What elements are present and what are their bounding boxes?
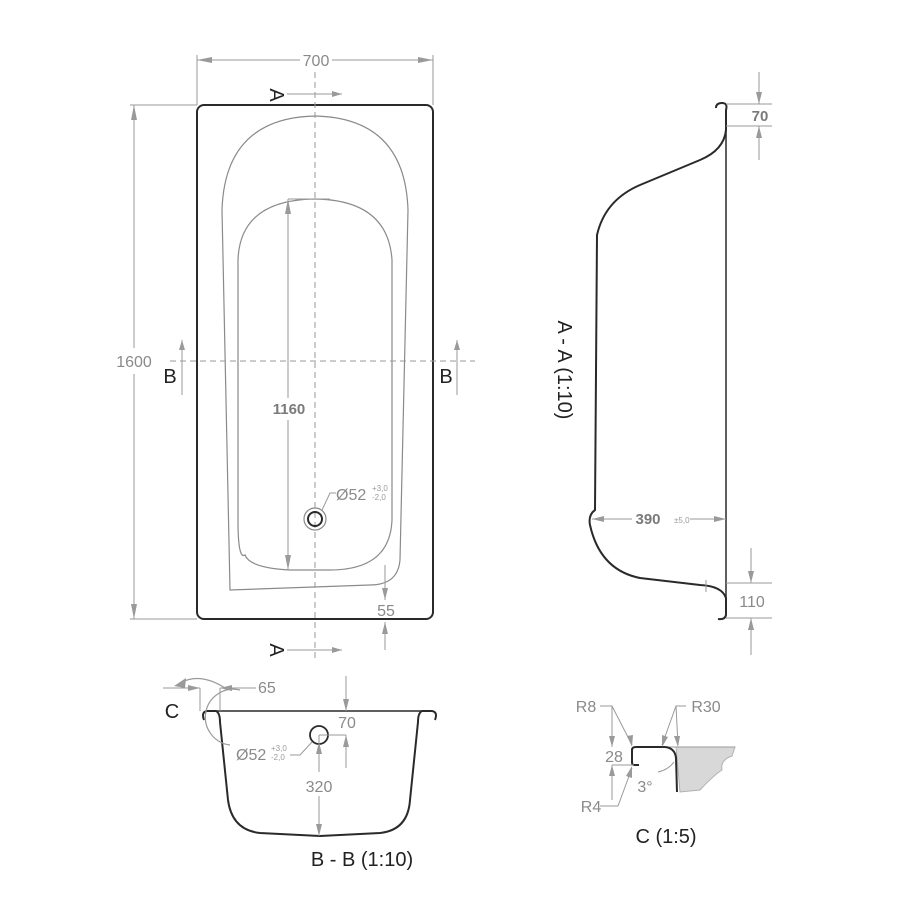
depth-tolerance: ±5,0 <box>674 516 690 525</box>
svg-text:-2,0: -2,0 <box>271 753 285 762</box>
width-dimension: 700 <box>303 53 330 70</box>
radius-r30: R30 <box>691 699 720 716</box>
section-aa-title: A - A (1:10) <box>553 321 575 420</box>
basin-floor <box>237 198 393 571</box>
length-dimension: 1600 <box>116 354 152 371</box>
drain-hole-outer <box>303 507 327 531</box>
section-aa: 70 390 ±5,0 110 A - A (1:10) <box>553 72 772 655</box>
detail-c: R8 R30 28 R4 3° C (1:5) <box>576 699 736 848</box>
plan-view: 700 1600 1160 Ø52 +3,0 -2,0 55 A A <box>116 53 475 660</box>
svg-text:+3,0: +3,0 <box>372 484 388 493</box>
height-dimension: 28 <box>605 749 623 766</box>
overflow-offset-dimension: 70 <box>338 715 356 732</box>
detail-c-callout <box>204 688 241 746</box>
detail-c-title: C (1:5) <box>635 826 696 848</box>
drain-hole-icon <box>307 511 323 527</box>
rim-offset-dimension: 55 <box>377 603 395 620</box>
section-marker-b-right: B <box>439 366 452 388</box>
inner-length-dimension: 1160 <box>273 401 306 418</box>
section-marker-b-left: B <box>163 366 176 388</box>
rim-height-dimension: 70 <box>752 108 769 125</box>
section-aa-profile <box>588 101 728 621</box>
bottom-rim-dimension: 110 <box>739 594 765 611</box>
overflow-height-dimension: 320 <box>306 779 333 796</box>
section-marker-a-top: A <box>265 88 287 102</box>
radius-r8: R8 <box>576 699 597 716</box>
svg-text:-2,0: -2,0 <box>372 493 386 502</box>
section-bb: C 65 Ø52 +3,0 -2,0 70 320 B - B (1:10) <box>163 676 437 871</box>
basin-outer-edge <box>221 115 409 591</box>
svg-text:+3,0: +3,0 <box>271 744 287 753</box>
angle-dimension: 3° <box>637 779 652 796</box>
drain-diameter: Ø52 <box>336 487 366 504</box>
detail-c-shaded-section <box>675 746 736 793</box>
detail-c-profile <box>631 746 678 793</box>
overflow-diameter: Ø52 <box>236 747 266 764</box>
depth-dimension: 390 <box>635 511 660 528</box>
detail-marker-c: C <box>165 701 179 723</box>
radius-r4: R4 <box>581 799 602 816</box>
section-bb-title: B - B (1:10) <box>311 849 413 871</box>
rim-width-dimension: 65 <box>258 680 276 697</box>
section-marker-a-bottom: A <box>265 643 287 657</box>
